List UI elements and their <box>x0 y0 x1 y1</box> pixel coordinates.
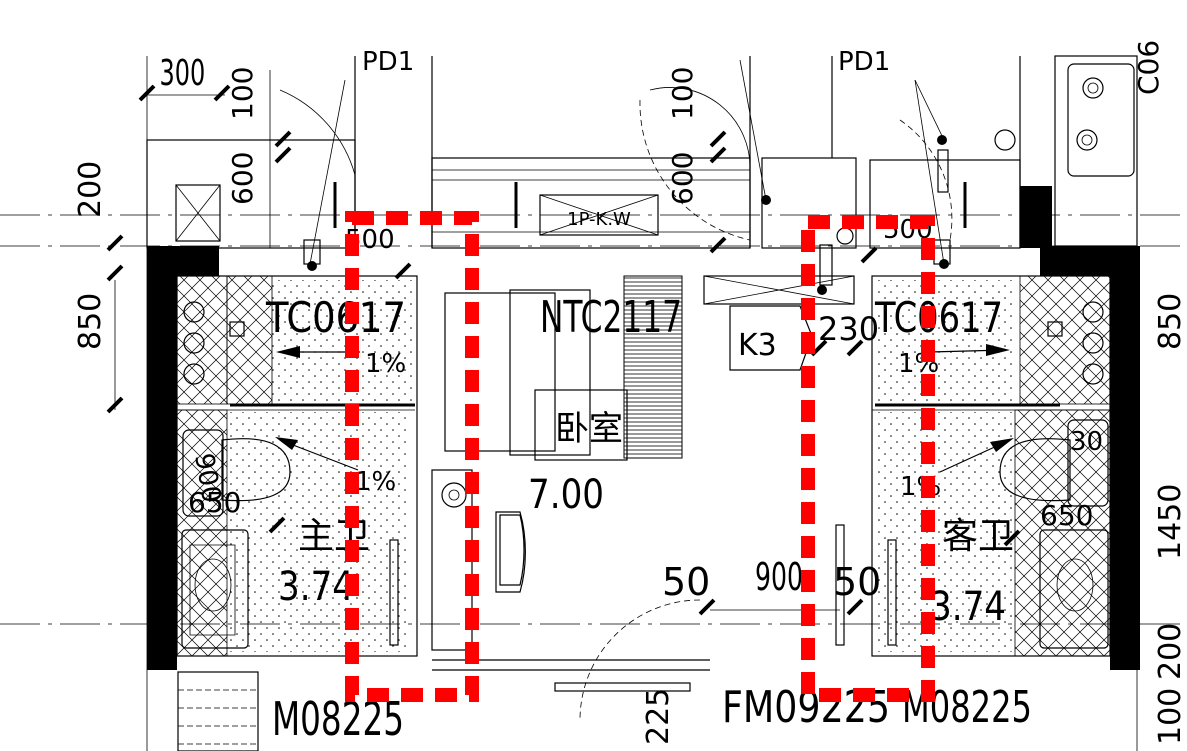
dim-50-b: 50 <box>833 560 881 604</box>
highlight-box-right <box>801 215 935 702</box>
dim-100-bottom: 100 <box>1153 688 1187 745</box>
dim-650: 650 <box>188 486 241 519</box>
wall-marks <box>333 182 967 228</box>
dim-100-mid: 100 <box>666 67 699 120</box>
dim-100-left: 100 <box>226 67 259 120</box>
slope-label-4: 1% <box>900 472 941 502</box>
dim-850-left: 850 <box>73 293 108 350</box>
master-bath-area: 3.74 <box>278 564 354 610</box>
dim-230: 230 <box>818 310 879 348</box>
bottom-stair <box>177 671 259 751</box>
dim-30: 30 <box>1070 427 1103 457</box>
guest-bath-name: 客卫 <box>942 516 1014 557</box>
dim-200: 200 <box>73 161 108 218</box>
text-labels: 300 PD1 PD1 C06 100 100 600 600 200 850 … <box>73 40 1187 746</box>
guest-bath-fixtures <box>999 301 1109 649</box>
dim-225: 225 <box>641 688 676 745</box>
dim-1450: 1450 <box>1153 484 1187 560</box>
dim-300: 300 <box>160 53 206 94</box>
dimension-ticks <box>106 84 1021 616</box>
dim-600-left: 600 <box>226 152 259 205</box>
bedroom-area: 7.00 <box>528 472 604 518</box>
dim-50-a: 50 <box>662 560 710 604</box>
dim-600-mid: 600 <box>666 152 699 205</box>
bedroom-furniture <box>431 275 855 651</box>
solid-walls <box>147 186 1140 670</box>
master-bath-fixtures <box>181 301 291 649</box>
pd-right-label: PD1 <box>838 47 890 77</box>
upper-structure <box>146 55 1138 249</box>
dim-c06: C06 <box>1132 40 1165 95</box>
bedroom-name: 卧室 <box>555 409 623 449</box>
slope-label-1: 1% <box>365 349 406 379</box>
bedroom-window-code: NTC2117 <box>540 292 682 343</box>
hatched-areas <box>176 275 1111 657</box>
dim-200-right: 200 <box>1153 623 1187 680</box>
ac-box-label: 1P-K.W <box>567 209 631 230</box>
k3-label: K3 <box>738 328 777 363</box>
ac-unit-box: 1P-K.W <box>539 194 659 236</box>
leader-lines <box>275 59 1014 473</box>
left-window-code: TC0617 <box>265 293 406 342</box>
master-bath-name: 主卫 <box>298 516 370 557</box>
right-window-code: TC0617 <box>874 293 1003 342</box>
guest-bath-area: 3.74 <box>930 584 1006 630</box>
highlight-boxes <box>345 211 935 702</box>
slope-label-3: 1% <box>355 467 396 497</box>
pipes <box>303 129 1016 295</box>
dim-850-right: 850 <box>1153 293 1187 350</box>
dim-900-mid: 900 <box>755 555 803 599</box>
dim-650-right: 650 <box>1040 499 1093 532</box>
highlight-box-left <box>345 211 479 702</box>
pd-left-label: PD1 <box>362 47 414 77</box>
